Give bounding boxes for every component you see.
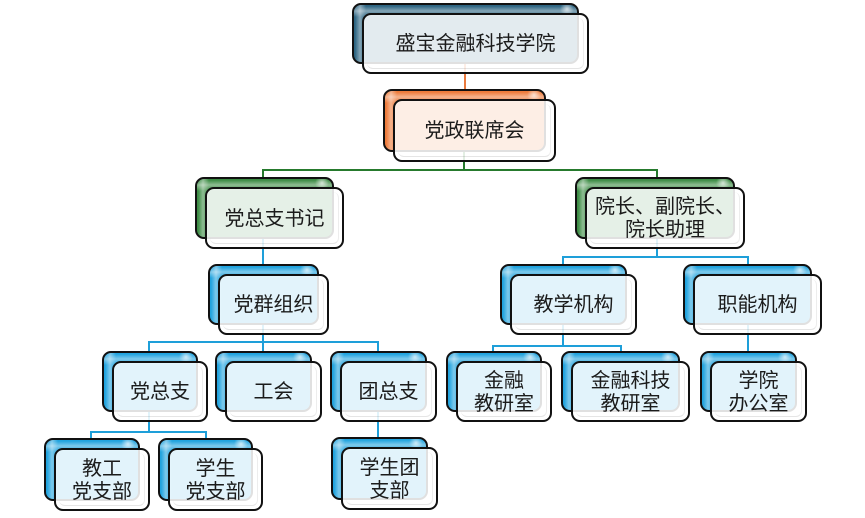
- connector-to-party-general-branch: [148, 341, 150, 353]
- org-node-student-party-branch: 学生 党支部: [158, 438, 263, 511]
- org-node-party-general-branch: 党总支: [102, 351, 208, 422]
- node-label-line-2: 办公室: [728, 390, 789, 415]
- node-label-line-2: 党支部: [185, 478, 246, 503]
- node-box: 党总支书记: [205, 187, 344, 249]
- connector-to-trade-union: [262, 341, 264, 353]
- org-node-finance-teaching-office: 金融 教研室: [446, 351, 552, 422]
- node-label-line-2: 教研室: [600, 390, 661, 415]
- org-node-functional-units: 职能机构: [683, 264, 822, 335]
- org-node-dean-and-assistants: 院长、副院长、 院长助理: [575, 177, 745, 249]
- node-label: 党总支书记: [224, 205, 325, 230]
- node-label: 工会: [253, 379, 294, 403]
- connector-to-youth-league-branch: [377, 341, 379, 353]
- node-label: 团总支: [358, 379, 419, 403]
- org-node-trade-union: 工会: [215, 351, 322, 422]
- org-node-college: 盛宝金融科技学院: [352, 3, 589, 74]
- org-node-college-office: 学院 办公室: [700, 351, 807, 422]
- node-label: 教学机构: [533, 292, 614, 316]
- node-box: 职能机构: [693, 274, 822, 335]
- connector-to-party-secretary: [262, 169, 264, 179]
- node-label-line-2: 院长助理: [625, 217, 705, 241]
- connector-college-to-council: [464, 64, 466, 92]
- node-box: 学院 办公室: [710, 361, 807, 422]
- connector-party-branch-stem: [148, 412, 150, 433]
- org-node-party-secretary: 党总支书记: [195, 177, 344, 249]
- connector-functional-to-college-office: [747, 325, 749, 353]
- connector-secretary-to-party-mass: [262, 239, 264, 266]
- node-box: 院长、副院长、 院长助理: [585, 187, 745, 249]
- connector-party-branch-bus: [90, 431, 207, 433]
- connector-to-fintech-office: [620, 345, 622, 353]
- node-label: 职能机构: [717, 292, 798, 316]
- connector-league-to-student-league-branch: [377, 412, 379, 439]
- node-label-line-1: 院长、副院长、: [595, 194, 735, 218]
- org-node-teaching-units: 教学机构: [500, 264, 637, 335]
- connector-to-faculty-branch: [90, 431, 92, 440]
- node-label: 党政联席会: [424, 118, 525, 142]
- node-label-line-1: 学生: [195, 455, 236, 480]
- org-node-fintech-teaching-office: 金融科技 教研室: [561, 351, 690, 422]
- connector-teaching-bus: [492, 345, 622, 347]
- connector-to-teaching-units: [562, 256, 564, 266]
- node-box: 学生 党支部: [168, 448, 263, 511]
- node-label-line-2: 教研室: [474, 390, 534, 415]
- connector-to-finance-office: [492, 345, 494, 353]
- org-node-party-mass-organizations: 党群组织: [208, 264, 329, 335]
- node-label-line-1: 金融: [484, 367, 524, 392]
- connector-deans-bus: [562, 256, 749, 258]
- connector-teaching-stem: [562, 325, 564, 347]
- node-label-line-2: 党支部: [72, 478, 132, 503]
- node-box: 教工 党支部: [54, 448, 150, 511]
- connector-to-student-branch: [205, 431, 207, 440]
- node-label-line-1: 金融科技: [590, 367, 671, 392]
- node-label: 党总支: [130, 379, 190, 403]
- node-label-line-1: 学生团: [359, 454, 420, 479]
- org-node-student-league-branch: 学生团 支部: [331, 437, 438, 510]
- connector-to-deans: [656, 169, 658, 179]
- node-label: 党群组织: [233, 292, 314, 316]
- node-label: 盛宝金融科技学院: [395, 31, 556, 55]
- node-box: 党总支: [112, 361, 208, 422]
- org-node-youth-league-general-branch: 团总支: [330, 351, 437, 422]
- node-box: 金融科技 教研室: [571, 361, 690, 422]
- node-box: 团总支: [340, 361, 437, 422]
- node-box: 金融 教研室: [456, 361, 552, 422]
- node-label-line-1: 学院: [738, 367, 779, 392]
- org-node-faculty-party-branch: 教工 党支部: [44, 438, 150, 511]
- connector-to-functional-units: [747, 256, 749, 266]
- org-node-joint-party-admin-meeting: 党政联席会: [383, 89, 556, 162]
- node-box: 党政联席会: [393, 99, 556, 162]
- node-box: 党群组织: [218, 274, 329, 335]
- node-box: 学生团 支部: [341, 447, 438, 510]
- node-label-line-2: 支部: [369, 477, 410, 502]
- node-box: 盛宝金融科技学院: [362, 13, 589, 74]
- node-box: 工会: [225, 361, 322, 422]
- node-box: 教学机构: [510, 274, 637, 335]
- connector-council-bus: [262, 169, 658, 171]
- node-label-line-1: 教工: [82, 455, 122, 480]
